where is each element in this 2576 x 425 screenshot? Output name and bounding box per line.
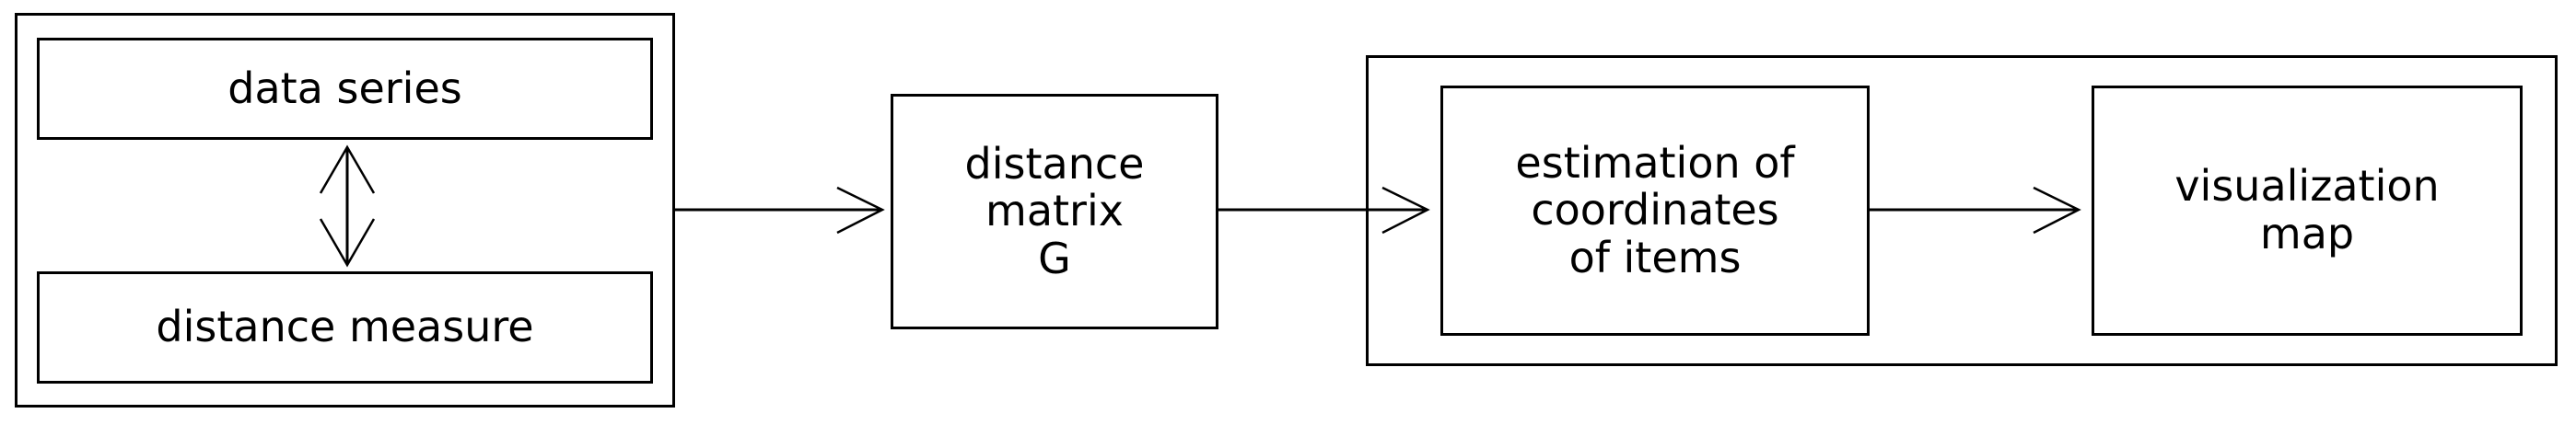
group-input-frame [15,13,675,408]
node-visualization-map: visualization map [2092,86,2523,336]
node-distance-matrix: distance matrix G [891,94,1218,329]
node-distance-measure-label: distance measure [156,302,534,352]
node-data-series: data series [37,38,653,140]
node-distance-measure: distance measure [37,271,653,384]
node-distance-matrix-label: distance matrix G [964,138,1145,283]
node-data-series-label: data series [227,63,462,113]
node-estimation-of-coordinates-label: estimation of coordinates of items [1515,137,1795,282]
node-visualization-map-label: visualization map [2174,161,2440,258]
node-estimation-of-coordinates: estimation of coordinates of items [1440,86,1870,336]
edge-input-distance-matrix [675,186,885,235]
group-processing-frame [1366,55,2558,366]
